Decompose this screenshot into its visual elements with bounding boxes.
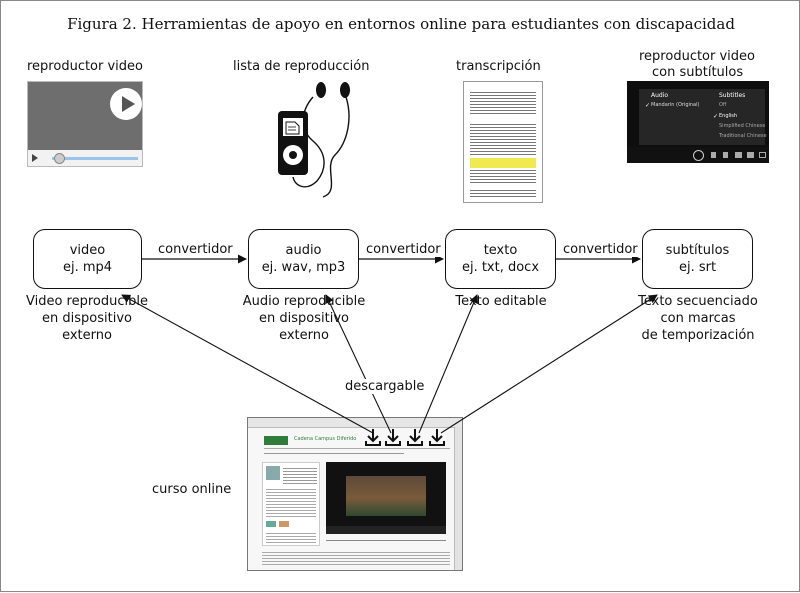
converter-label: convertidor bbox=[157, 242, 234, 257]
format-example: ej. wav, mp3 bbox=[261, 260, 346, 275]
audio-option[interactable]: Mandarin (Original) bbox=[651, 102, 700, 108]
caption-audio: Audio reproducible en dispositivo extern… bbox=[233, 293, 375, 344]
format-example: ej. mp4 bbox=[62, 260, 113, 275]
checkmark-icon: ✓ bbox=[713, 113, 719, 120]
format-name: subtítulos bbox=[665, 243, 730, 258]
caption-video: Video reproducible en dispositivo extern… bbox=[17, 293, 157, 344]
highlighted-text bbox=[470, 158, 536, 168]
video-frame bbox=[346, 476, 426, 516]
control-icon[interactable] bbox=[723, 152, 728, 158]
subtitle-option-simplified[interactable]: Simplified Chinese bbox=[719, 123, 766, 129]
header-rule bbox=[264, 448, 450, 449]
download-icon[interactable] bbox=[407, 429, 423, 446]
caption-line: Video reproducible bbox=[26, 294, 148, 309]
subtitled-player-heading-line1: reproductor video bbox=[639, 49, 755, 64]
audio-menu-header: Audio bbox=[651, 92, 669, 99]
download-arrow-audio bbox=[325, 294, 392, 434]
download-arrow-subtitles bbox=[440, 294, 658, 434]
subtitled-player-heading-line2: con subtítulos bbox=[652, 65, 744, 80]
caption-line: externo bbox=[62, 328, 112, 343]
seek-handle[interactable] bbox=[54, 153, 65, 164]
format-example: ej. srt bbox=[678, 260, 717, 275]
subtitle-option-traditional[interactable]: Traditional Chinese bbox=[719, 133, 767, 139]
caption-subtitles: Texto secuenciado con marcas de temporiz… bbox=[623, 293, 773, 344]
subtitled-player-thumbnail: Audio Subtitles ✓ Mandarin (Original) Of… bbox=[627, 81, 769, 163]
control-icon[interactable] bbox=[735, 152, 742, 158]
format-name: video bbox=[69, 243, 106, 258]
figure-title: Figura 2. Herramientas de apoyo en entor… bbox=[67, 15, 735, 33]
online-course-screenshot: Cadena Campus Diferido bbox=[247, 417, 463, 571]
mp3-player-icon bbox=[278, 82, 350, 198]
caption-line: de temporización bbox=[641, 328, 755, 343]
download-label: descargable bbox=[344, 379, 426, 394]
download-arrow-text bbox=[418, 294, 479, 434]
subtitle-menu-panel bbox=[639, 89, 765, 145]
caption-line: Texto editable bbox=[455, 294, 547, 309]
caption-line: con marcas bbox=[660, 311, 736, 326]
play-circle-icon[interactable] bbox=[693, 150, 704, 161]
download-icon[interactable] bbox=[365, 429, 381, 446]
caption-line: externo bbox=[279, 328, 329, 343]
scrollbar[interactable] bbox=[454, 427, 462, 570]
checkmark-icon: ✓ bbox=[645, 102, 651, 109]
course-sidebar bbox=[262, 462, 320, 546]
format-box-video: video ej. mp4 bbox=[33, 229, 142, 289]
transcript-document bbox=[463, 81, 543, 203]
format-box-audio: audio ej. wav, mp3 bbox=[248, 229, 359, 289]
caption-line: Audio reproducible bbox=[242, 294, 366, 309]
format-box-text: texto ej. txt, docx bbox=[445, 229, 556, 289]
format-name: audio bbox=[285, 243, 322, 258]
site-name[interactable]: Cadena Campus Diferido bbox=[294, 436, 357, 442]
subtitle-option-off[interactable]: Off bbox=[719, 102, 727, 108]
download-arrow-video bbox=[121, 294, 374, 434]
course-video[interactable] bbox=[326, 462, 446, 534]
player-controls-bar bbox=[627, 147, 769, 163]
video-player-thumbnail bbox=[27, 81, 143, 167]
play-button-icon[interactable] bbox=[110, 88, 142, 120]
download-icon[interactable] bbox=[385, 429, 401, 446]
video-controls[interactable] bbox=[326, 526, 446, 534]
control-icon[interactable] bbox=[747, 152, 754, 158]
format-example: ej. txt, docx bbox=[461, 260, 540, 275]
caption-line: en dispositivo bbox=[259, 311, 349, 326]
subtitle-option-english[interactable]: English bbox=[719, 113, 738, 119]
play-icon[interactable] bbox=[32, 154, 38, 162]
caption-line: Texto secuenciado bbox=[638, 294, 758, 309]
playlist-heading: lista de reproducción bbox=[233, 59, 370, 74]
converter-label: convertidor bbox=[562, 242, 639, 257]
seek-bar[interactable] bbox=[52, 157, 138, 160]
converter-label: convertidor bbox=[365, 242, 442, 257]
subtitles-menu-header: Subtitles bbox=[719, 92, 746, 99]
caption-text: Texto editable bbox=[431, 293, 571, 310]
download-icon[interactable] bbox=[429, 429, 445, 446]
control-icon[interactable] bbox=[711, 152, 716, 158]
video-player-heading: reproductor video bbox=[27, 59, 143, 74]
fullscreen-icon[interactable] bbox=[759, 152, 766, 158]
course-label: curso online bbox=[151, 482, 233, 497]
format-box-subtitles: subtítulos ej. srt bbox=[642, 229, 753, 289]
format-name: texto bbox=[483, 243, 518, 258]
player-controls-bar bbox=[28, 150, 142, 166]
transcript-heading: transcripción bbox=[456, 59, 541, 74]
uned-logo bbox=[264, 436, 288, 445]
caption-line: en dispositivo bbox=[42, 311, 132, 326]
